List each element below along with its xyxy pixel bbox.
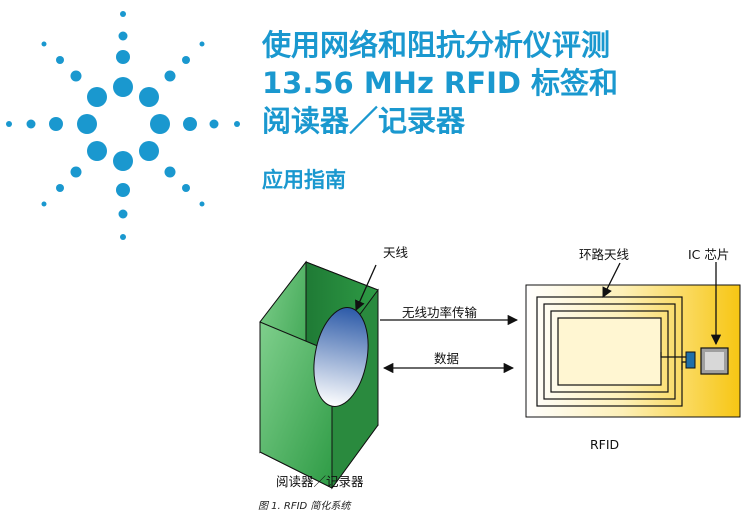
loop-winding (543, 303, 676, 400)
logo-dot (56, 184, 64, 192)
antenna-label: 天线 (383, 245, 409, 260)
logo-dot (87, 141, 107, 161)
logo-dot (41, 41, 47, 47)
antenna-lens (313, 307, 369, 407)
logo-dot (41, 201, 47, 207)
figure-caption: 图 1. RFID 简化系统 (258, 501, 351, 512)
loop-inner-area (557, 317, 662, 386)
logo-dot (199, 41, 205, 47)
title-line-3: 阅读器／记录器 (262, 104, 466, 138)
logo-dot (182, 56, 190, 64)
logo-dot (116, 183, 130, 197)
logo-dot (77, 114, 97, 134)
logo-dot (120, 234, 126, 240)
logo-dot (113, 77, 133, 97)
logo-dot (120, 11, 126, 17)
page-subtitle: 应用指南 (262, 168, 346, 192)
logo-dot (150, 114, 170, 134)
logo-dot (139, 87, 159, 107)
logo-dot (26, 119, 36, 129)
loop-antenna-label: 环路天线 (579, 247, 630, 262)
logo-dot (199, 201, 205, 207)
data-label: 数据 (434, 351, 460, 366)
logo-dot (116, 50, 130, 64)
power-transfer-label: 无线功率传输 (402, 305, 478, 320)
logo-dot (6, 121, 12, 127)
reader-writer-device (259, 260, 379, 490)
logo-dot (234, 121, 240, 127)
ic-chip-inner (705, 352, 724, 370)
page-title: 使用网络和阻抗分析仪评测 13.56 MHz RFID 标签和 阅读器／记录器 (262, 26, 618, 140)
logo-dot (70, 166, 82, 178)
logo-dot (182, 184, 190, 192)
loop-lead (660, 352, 687, 358)
logo-dot (118, 31, 128, 41)
logo-dot (209, 119, 219, 129)
title-line-2: 13.56 MHz RFID 标签和 (262, 66, 619, 100)
logo-dot (164, 166, 176, 178)
logo-dot (118, 209, 128, 219)
rfid-tag (525, 284, 741, 418)
logo-dot (164, 70, 176, 82)
logo-dot (183, 117, 197, 131)
loop-antenna-pointer (602, 262, 621, 298)
logo-dot (49, 117, 63, 131)
agilent-spark-logo-icon (6, 11, 240, 240)
title-line-1: 使用网络和阻抗分析仪评测 (262, 28, 611, 62)
loop-lead (681, 361, 687, 370)
loop-winding (550, 310, 669, 393)
chip-connector (685, 351, 696, 369)
ic-chip-label: IC 芯片 (688, 247, 730, 262)
logo-dot (113, 151, 133, 171)
logo-dot (56, 56, 64, 64)
logo-dot (70, 70, 82, 82)
reader-writer-label: 阅读器／记录器 (276, 474, 364, 489)
logo-dot (87, 87, 107, 107)
antenna-pointer-arrow (355, 264, 377, 311)
rfid-label: RFID (590, 437, 620, 452)
logo-dot (139, 141, 159, 161)
